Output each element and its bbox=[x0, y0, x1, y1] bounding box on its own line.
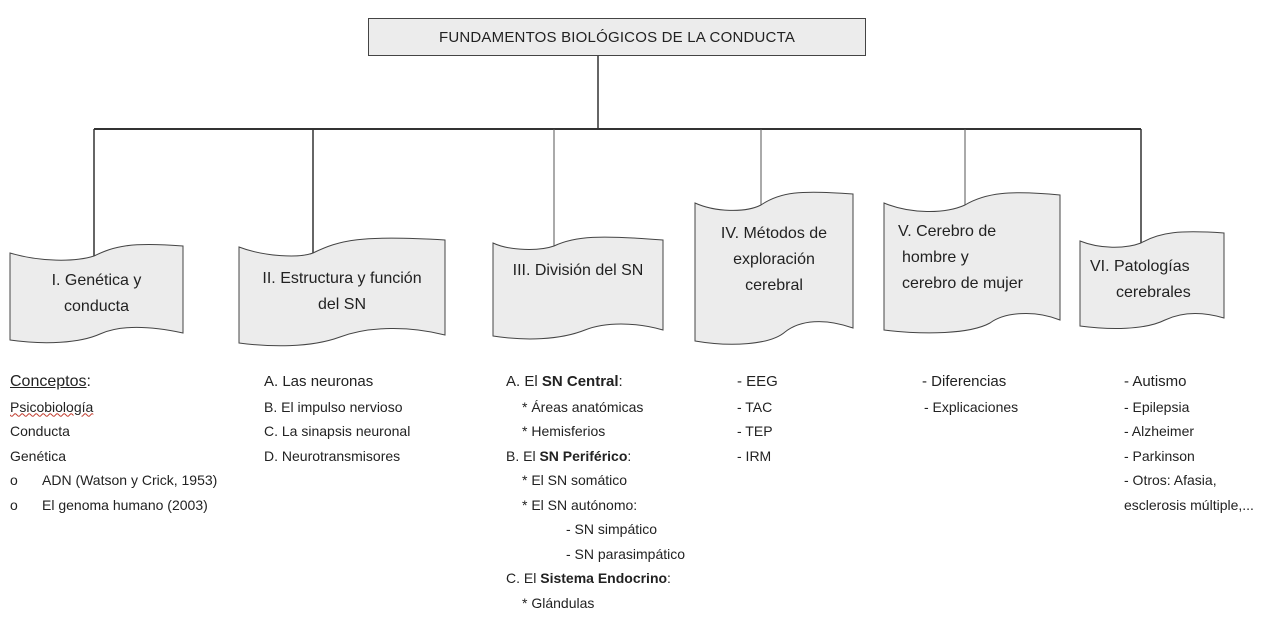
list-item: - Epilepsia bbox=[1124, 398, 1190, 415]
section-c: C. El Sistema Endocrino: bbox=[506, 566, 685, 591]
list-item: - IRM bbox=[737, 447, 772, 464]
list-item: * Áreas anatómicas bbox=[522, 398, 644, 415]
root-node: FUNDAMENTOS BIOLÓGICOS DE LA CONDUCTA bbox=[368, 18, 866, 56]
list-item: - Alzheimer bbox=[1124, 423, 1195, 439]
list-item: - TEP bbox=[737, 423, 773, 439]
section-b-prefix: B. El bbox=[506, 447, 540, 464]
scroll-shape-IV bbox=[694, 191, 854, 345]
scroll-shape-II bbox=[238, 237, 446, 347]
scroll-shape-III bbox=[492, 236, 664, 340]
concepts-heading-colon: : bbox=[86, 373, 91, 390]
section-a-bold: SN Central bbox=[541, 373, 619, 390]
details-III: A. El SN Central: * Áreas anatómicas * H… bbox=[506, 370, 685, 615]
list-item: * El SN somático bbox=[522, 472, 628, 488]
details-I: Conceptos: Psicobiología Conducta Genéti… bbox=[10, 370, 217, 517]
circle-bullet-icon: o bbox=[10, 472, 18, 488]
list-sub-item: - SN simpático bbox=[566, 521, 658, 537]
node-IV-title-line: IV. Métodos de bbox=[720, 225, 828, 242]
list-item: - Parkinson bbox=[1124, 447, 1195, 464]
node-III-title: III. División del SN bbox=[493, 251, 663, 291]
section-c-prefix: C. El bbox=[506, 570, 541, 586]
circle-bullet-icon: o bbox=[10, 496, 18, 513]
node-I-title-line: conducta bbox=[64, 298, 129, 315]
list-item: B. El impulso nervioso bbox=[264, 398, 403, 415]
node-IV-title-line: cerebral bbox=[745, 277, 803, 294]
list-sub-item: - SN parasimpático bbox=[566, 545, 686, 562]
list-item: - Autismo bbox=[1124, 373, 1187, 390]
section-a: A. El SN Central: bbox=[506, 370, 685, 395]
concept-sub-item-text: ADN (Watson y Crick, 1953) bbox=[42, 472, 218, 488]
section-c-bold: Sistema Endocrino bbox=[540, 570, 668, 586]
section-a-suffix: : bbox=[618, 373, 623, 390]
node-II-title-line: II. Estructura y función bbox=[262, 270, 422, 287]
concepts-heading: Conceptos: bbox=[10, 370, 217, 395]
details-IV: - EEG - TAC - TEP - IRM bbox=[737, 370, 778, 468]
node-VI-title-line: VI. Patologías bbox=[1090, 258, 1190, 275]
list-item: - TAC bbox=[737, 398, 773, 415]
node-VI-title-line: cerebrales bbox=[1116, 284, 1191, 301]
section-c-suffix: : bbox=[667, 570, 671, 586]
section-b: B. El SN Periférico: bbox=[506, 444, 685, 469]
details-II: A. Las neuronas B. El impulso nervioso C… bbox=[264, 370, 410, 468]
root-title: FUNDAMENTOS BIOLÓGICOS DE LA CONDUCTA bbox=[438, 28, 796, 46]
node-I-title: I. Genética y conducta bbox=[10, 255, 183, 333]
concept-item: Psicobiología bbox=[10, 395, 217, 420]
concept-sub-item: o ADN (Watson y Crick, 1953) bbox=[10, 468, 217, 493]
list-item: * Glándulas bbox=[522, 594, 595, 611]
node-II-title-line: del SN bbox=[317, 296, 367, 313]
concept-sub-item: o El genoma humano (2003) bbox=[10, 493, 217, 518]
concept-item: Conducta bbox=[10, 423, 70, 439]
node-III-title-line: III. División del SN bbox=[512, 262, 644, 279]
list-item: * El SN autónomo: bbox=[522, 496, 638, 513]
list-item: C. La sinapsis neuronal bbox=[264, 423, 411, 439]
list-item: esclerosis múltiple,... bbox=[1124, 496, 1254, 513]
concept-sub-item-text: El genoma humano (2003) bbox=[42, 496, 208, 513]
section-a-prefix: A. El bbox=[506, 373, 542, 390]
node-IV-title: IV. Métodos de exploración cerebral bbox=[695, 220, 853, 300]
section-b-suffix: : bbox=[627, 447, 632, 464]
list-item: - EEG bbox=[737, 373, 778, 390]
node-V-title-line: V. Cerebro de bbox=[898, 223, 997, 240]
node-VI-title: VI. Patologías cerebrales bbox=[1080, 254, 1224, 306]
scroll-shape-V bbox=[883, 192, 1061, 334]
node-V-title-line: cerebro de mujer bbox=[902, 275, 1023, 292]
section-b-bold: SN Periférico bbox=[539, 447, 628, 464]
details-V: - Diferencias - Explicaciones bbox=[922, 370, 1018, 419]
list-item: D. Neurotransmisores bbox=[264, 447, 401, 464]
node-IV-title-line: exploración bbox=[733, 251, 815, 268]
concepts-heading-text: Conceptos bbox=[10, 373, 87, 390]
list-item: - Diferencias bbox=[922, 373, 1007, 390]
node-II-title: II. Estructura y función del SN bbox=[239, 253, 445, 331]
concept-item-text: Psicobiología bbox=[10, 398, 94, 415]
scroll-shape-VI bbox=[1079, 231, 1225, 329]
list-item: * Hemisferios bbox=[522, 423, 606, 439]
list-item: - Explicaciones bbox=[924, 398, 1019, 415]
concept-item: Genética bbox=[10, 447, 67, 464]
details-VI: - Autismo - Epilepsia - Alzheimer - Park… bbox=[1124, 370, 1254, 517]
node-V-title: V. Cerebro de hombre y cerebro de mujer bbox=[890, 218, 1058, 298]
list-item: A. Las neuronas bbox=[264, 373, 374, 390]
scroll-shape-I bbox=[9, 244, 184, 344]
node-V-title-line: hombre y bbox=[902, 249, 969, 266]
list-item: - Otros: Afasia, bbox=[1124, 472, 1217, 488]
node-I-title-line: I. Genética y bbox=[51, 272, 142, 289]
